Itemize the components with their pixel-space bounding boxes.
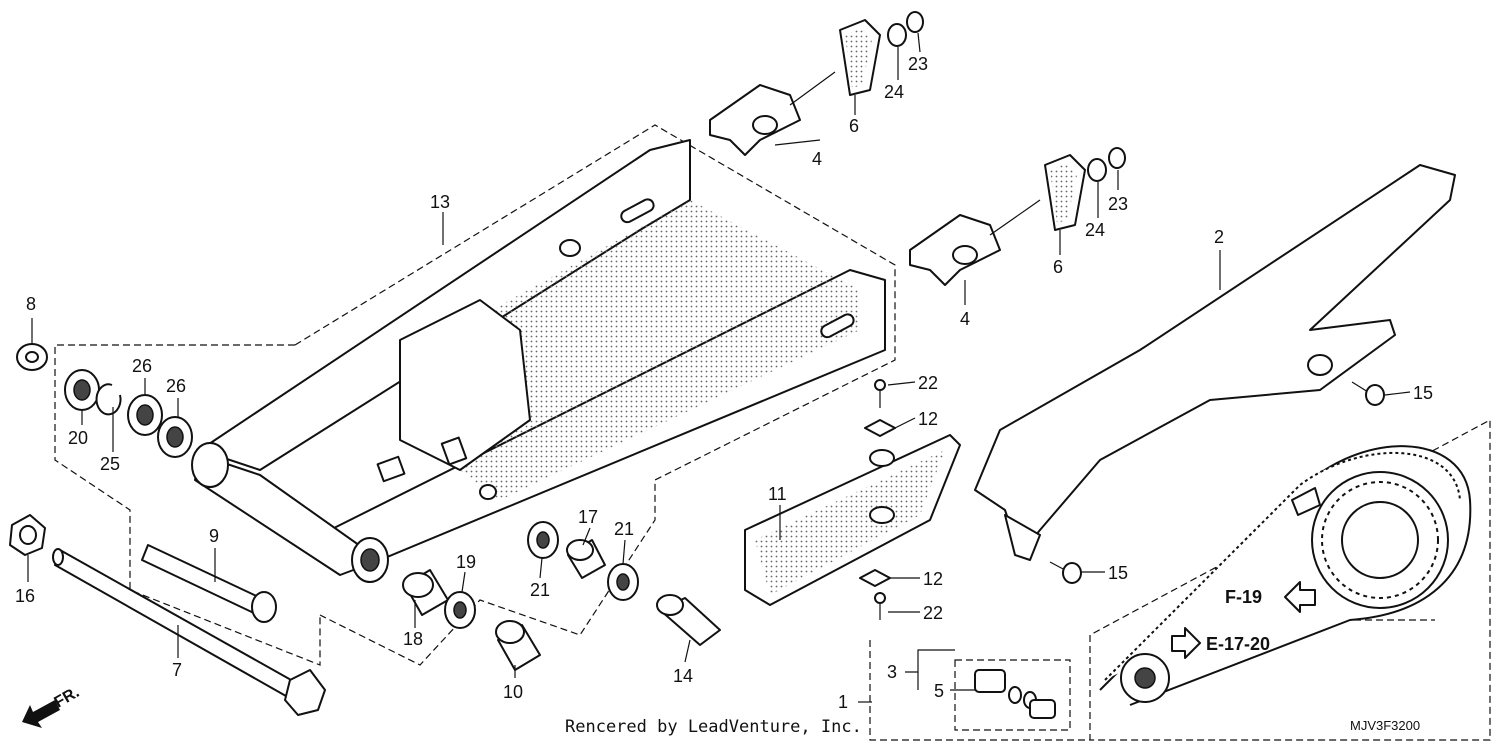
callout-6-lower: 6 xyxy=(1053,257,1063,277)
swingarm-group-boundary xyxy=(54,344,321,666)
callout-15-lower: 15 xyxy=(1108,563,1128,583)
washers-nuts-lower xyxy=(1087,147,1126,182)
plate-upper-pattern xyxy=(845,28,872,88)
rear-sprocket xyxy=(1311,471,1449,609)
credit-text: Rencered by LeadVenture, Inc. xyxy=(565,717,862,737)
callout-6-upper: 6 xyxy=(849,116,859,136)
collar-14 xyxy=(656,594,721,646)
ref-arrow-f19 xyxy=(1284,581,1316,613)
seal-21-a xyxy=(527,521,559,559)
plate-lower-pattern xyxy=(1050,163,1077,223)
callout-18: 18 xyxy=(403,629,423,649)
pivot-nut-16 xyxy=(9,514,46,556)
diagram-code: MJV3F3200 xyxy=(1350,718,1420,733)
bearing-26-b xyxy=(157,416,193,458)
callout-12-upper: 12 xyxy=(918,409,938,429)
adjuster-plate-upper xyxy=(839,19,881,96)
callout-12-lower: 12 xyxy=(923,569,943,589)
swingarm-upper-boundary xyxy=(294,124,896,666)
collar-17 xyxy=(566,539,606,579)
screw-22-lower xyxy=(874,592,886,620)
callout-5: 5 xyxy=(934,681,944,701)
chain-slider xyxy=(744,434,961,606)
callout-10: 10 xyxy=(503,682,523,702)
callout-26-a: 26 xyxy=(132,356,152,376)
collar-18 xyxy=(402,569,449,616)
chain-adjuster-upper xyxy=(709,71,836,156)
callout-22-lower: 22 xyxy=(923,603,943,623)
chain-group-boundary xyxy=(869,418,1491,741)
slider-shading xyxy=(755,450,945,595)
front-arrow xyxy=(22,700,60,728)
clip-12-lower xyxy=(859,569,891,587)
callout-23-lower: 23 xyxy=(1108,194,1128,214)
callout-14: 14 xyxy=(673,666,693,686)
pivot-collar-8 xyxy=(16,343,48,371)
callout-11: 11 xyxy=(768,484,787,504)
swingarm xyxy=(191,139,886,583)
clip-12-upper xyxy=(864,419,896,437)
callout-21-a: 21 xyxy=(530,580,550,600)
callout-2: 2 xyxy=(1214,227,1224,247)
callout-9: 9 xyxy=(209,526,219,546)
callout-24-lower: 24 xyxy=(1085,220,1105,240)
bolt-15-upper xyxy=(1351,381,1385,406)
callout-24-upper: 24 xyxy=(884,82,904,102)
seal-21-b xyxy=(607,563,639,601)
bolt-15-lower xyxy=(1049,561,1082,584)
callout-3: 3 xyxy=(887,662,897,682)
seal-19 xyxy=(444,591,476,629)
ref-label-e1720: E-17-20 xyxy=(1206,634,1270,654)
callout-4-upper: 4 xyxy=(812,149,822,169)
callout-23-upper: 23 xyxy=(908,54,928,74)
adjuster-plate-lower xyxy=(1044,154,1086,231)
bearing-20 xyxy=(64,369,100,411)
collar-10 xyxy=(495,620,541,671)
drive-sprocket xyxy=(1120,653,1170,703)
chain-adjuster-lower xyxy=(909,199,1041,286)
callout-16: 16 xyxy=(15,586,35,606)
callout-19: 19 xyxy=(456,552,476,572)
chain-joint-box xyxy=(954,659,1071,731)
callout-20: 20 xyxy=(68,428,88,448)
callout-13: 13 xyxy=(430,192,450,212)
ref-label-f19: F-19 xyxy=(1225,587,1262,607)
leader-lines xyxy=(27,32,1411,703)
callout-7: 7 xyxy=(172,660,182,680)
pivot-collar-9 xyxy=(141,544,277,623)
callout-21-b: 21 xyxy=(614,519,634,539)
callout-4-lower: 4 xyxy=(960,309,970,329)
chain-case xyxy=(974,164,1456,561)
callout-15-upper: 15 xyxy=(1413,383,1433,403)
chain-joint-kit xyxy=(974,669,1056,719)
circlip-25 xyxy=(95,383,122,416)
callout-8: 8 xyxy=(26,294,36,314)
bearing-26-a xyxy=(127,394,163,436)
screw-22-upper xyxy=(874,379,886,408)
ref-arrow-e1720 xyxy=(1171,627,1201,659)
callout-22-upper: 22 xyxy=(918,373,938,393)
swingarm-shading xyxy=(420,200,860,500)
callout-26-b: 26 xyxy=(166,376,186,396)
callout-17: 17 xyxy=(578,507,598,527)
callout-25: 25 xyxy=(100,454,120,474)
washers-nuts-upper xyxy=(887,11,924,47)
callout-1: 1 xyxy=(838,692,848,712)
